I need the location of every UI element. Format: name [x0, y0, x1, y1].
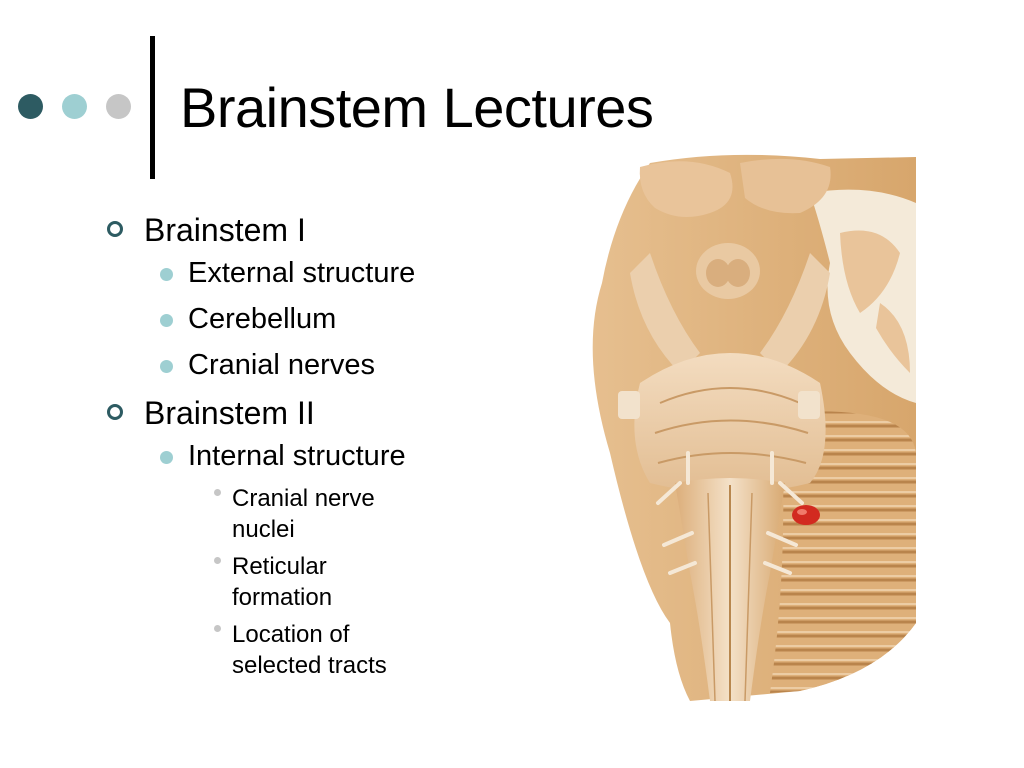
sub-bullet-text: External structure — [188, 257, 416, 289]
dot-bullet-icon — [160, 360, 173, 373]
sub-bullet-external-structure: External structure — [144, 255, 484, 292]
dot-light — [106, 94, 131, 119]
sub-bullet-cranial-nerves: Cranial nerves — [144, 347, 484, 384]
bullet-list: Brainstem I External structure Cerebellu… — [104, 210, 484, 681]
sub-bullet-text: Cranial nerves — [188, 349, 375, 381]
circle-bullet-icon — [107, 221, 123, 237]
bullet-brainstem-1: Brainstem I External structure Cerebellu… — [104, 210, 484, 384]
small-dot-bullet-icon — [214, 489, 221, 496]
circle-bullet-icon — [107, 404, 123, 420]
slide-title: Brainstem Lectures — [180, 76, 654, 139]
dot-mid — [62, 94, 87, 119]
bullet-text: Brainstem I — [144, 212, 306, 248]
bullet-text: Brainstem II — [144, 395, 315, 431]
sub-bullet-list: Internal structure Cranial nerve nuclei … — [144, 438, 484, 681]
small-dot-bullet-icon — [214, 557, 221, 564]
sub-sub-bullet-cranial-nerve-nuclei: Cranial nerve nuclei — [144, 483, 422, 545]
bullet-brainstem-2: Brainstem II Internal structure Cranial … — [104, 393, 484, 681]
dot-bullet-icon — [160, 268, 173, 281]
dot-bullet-icon — [160, 314, 173, 327]
sub-bullet-internal-structure: Internal structure Cranial nerve nuclei … — [144, 438, 484, 681]
sub-bullet-list: External structure Cerebellum Cranial ne… — [144, 255, 484, 384]
dot-bullet-icon — [160, 451, 173, 464]
sub-sub-bullet-text: Reticular formation — [232, 553, 333, 611]
sub-bullet-cerebellum: Cerebellum — [144, 301, 484, 338]
sub-sub-bullet-reticular-formation: Reticular formation — [144, 551, 422, 613]
brainstem-anatomy-illustration — [592, 154, 916, 702]
small-dot-bullet-icon — [214, 625, 221, 632]
title-divider — [150, 36, 155, 179]
sub-bullet-text: Internal structure — [188, 440, 406, 472]
slide-content: Brainstem I External structure Cerebellu… — [104, 210, 484, 690]
sub-sub-bullet-location-of-tracts: Location of selected tracts — [144, 619, 422, 681]
dot-dark — [18, 94, 43, 119]
sub-sub-bullet-list: Cranial nerve nuclei Reticular formation… — [144, 483, 484, 681]
sub-sub-bullet-text: Location of selected tracts — [232, 621, 387, 679]
sub-sub-bullet-text: Cranial nerve nuclei — [232, 485, 375, 543]
sub-bullet-text: Cerebellum — [188, 303, 337, 335]
decorative-dots — [18, 94, 138, 122]
